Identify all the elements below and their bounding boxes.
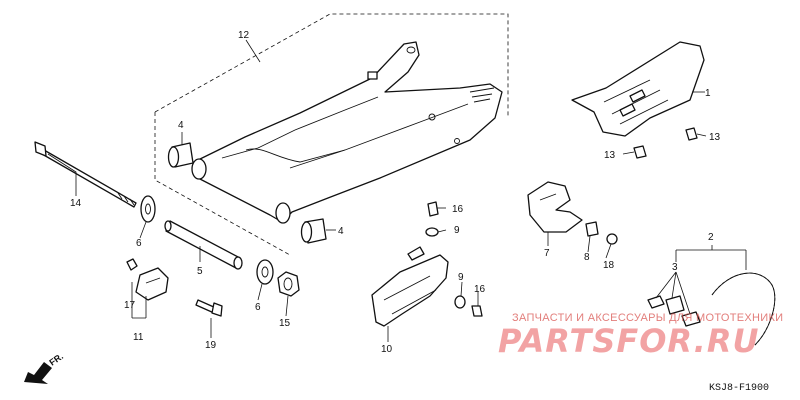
callout-12: 12 [238, 30, 250, 41]
callout-6-left: 6 [136, 238, 142, 249]
leader-lines [47, 39, 747, 342]
pivot-nut [277, 271, 300, 297]
fastener-collar-9b [454, 295, 466, 309]
chain-slider [371, 246, 449, 327]
swingarm [191, 41, 503, 224]
callout-15: 15 [279, 318, 291, 329]
screw [195, 299, 223, 317]
swingarm-assembly-frame [154, 13, 509, 256]
washer-left [140, 195, 156, 223]
watermark: ЗАПЧАСТИ И АКСЕССУАРЫ ДЛЯ МОТОТЕХНИКИ PA… [498, 312, 783, 360]
fastener-bolt-13a [685, 127, 698, 141]
callout-3: 3 [672, 262, 678, 273]
washer-right [256, 259, 274, 285]
callout-13-left: 13 [604, 150, 616, 161]
callout-13-right: 13 [709, 132, 721, 143]
callout-18: 18 [603, 260, 615, 271]
callout-17: 17 [124, 300, 136, 311]
watermark-logo: PARTSFOR.RU [498, 322, 759, 360]
drive-chain [711, 272, 776, 346]
front-direction-indicator: FR. [24, 351, 65, 384]
callout-16-lower: 16 [474, 284, 486, 295]
front-label: FR. [47, 351, 65, 368]
callout-11: 11 [133, 332, 144, 343]
chain-joint [647, 295, 701, 327]
pivot-bolt [34, 141, 137, 208]
callout-1: 1 [705, 88, 711, 99]
callout-10: 10 [381, 344, 393, 355]
fastener-collar-9a [425, 227, 439, 237]
fastener-bolt-13b [633, 145, 647, 159]
callout-6-right: 6 [255, 302, 261, 313]
fastener-bolt-16a [427, 201, 439, 217]
callout-8: 8 [584, 252, 590, 263]
pivot-collar [164, 220, 243, 270]
front-arrow-icon [24, 362, 52, 384]
callout-9-upper: 9 [454, 225, 460, 236]
pivot-bush-lower [300, 218, 327, 244]
fastener-washer-18 [606, 233, 618, 245]
callout-7: 7 [544, 248, 550, 259]
watermark-caption: ЗАПЧАСТИ И АКСЕССУАРЫ ДЛЯ МОТОТЕХНИКИ [512, 312, 783, 324]
callout-4-lower: 4 [338, 226, 344, 237]
callout-9-lower: 9 [458, 272, 464, 283]
callout-16-upper: 16 [452, 204, 464, 215]
callout-2: 2 [708, 232, 714, 243]
callout-4-upper: 4 [178, 120, 184, 131]
chain-guide [527, 181, 583, 233]
fastener-bolt-8 [585, 221, 599, 237]
fastener-bolt-16b [471, 305, 483, 317]
callout-labels: 1 2 3 4 4 5 6 6 7 8 9 9 10 11 12 13 13 1… [70, 30, 721, 355]
callout-19: 19 [205, 340, 217, 351]
diagram-code: KSJ8-F1900 [709, 383, 769, 394]
chain-slider-clip [126, 258, 169, 301]
pivot-bush-upper [167, 142, 194, 168]
callout-5: 5 [197, 266, 203, 277]
callout-14: 14 [70, 198, 82, 209]
chain-guard [571, 41, 705, 137]
